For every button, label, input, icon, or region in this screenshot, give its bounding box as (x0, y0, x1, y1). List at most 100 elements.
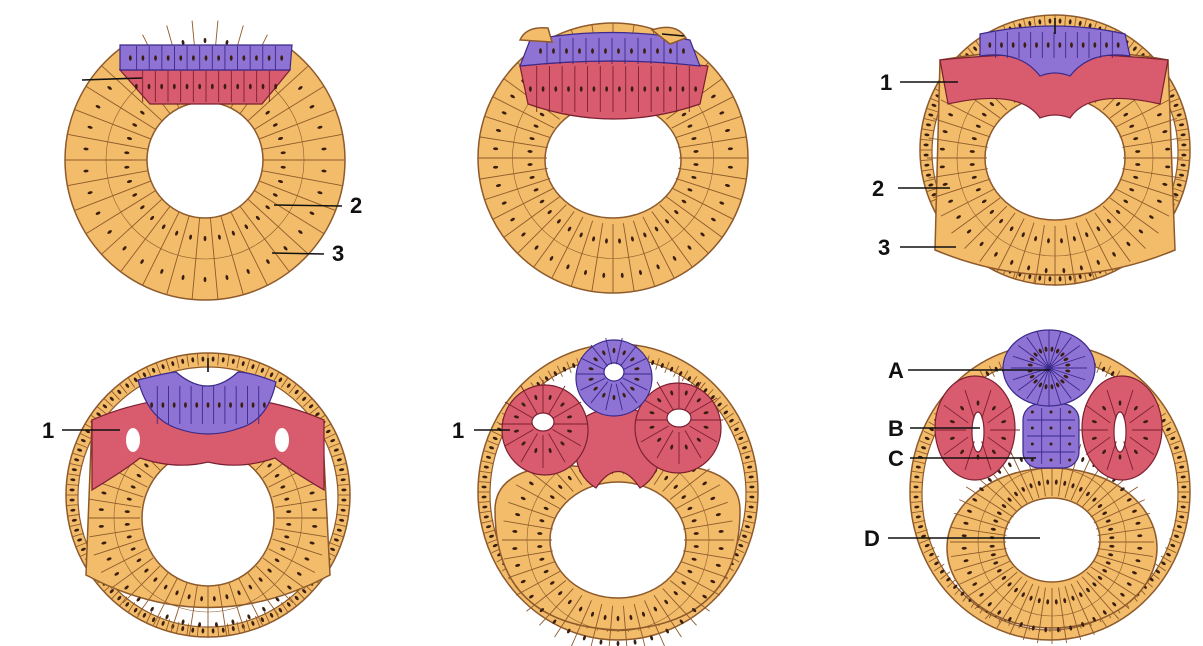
cell-nucleus (229, 402, 232, 408)
cell-nucleus (1023, 42, 1026, 48)
cell-nucleus (1082, 42, 1085, 48)
cell-nucleus (618, 86, 621, 92)
cell-nucleus (186, 84, 189, 90)
leader-line (272, 253, 324, 254)
cell-nucleus (580, 86, 583, 92)
panel-4-cavity (142, 450, 274, 586)
cell-nucleus (204, 38, 207, 43)
cell-nucleus (977, 400, 980, 405)
cell-nucleus (542, 86, 545, 92)
cell-nucleus (554, 86, 557, 92)
cell-nucleus (230, 55, 233, 61)
cell-nucleus (1047, 42, 1050, 48)
cell-nucleus (578, 48, 581, 54)
panel-6: A B C D (864, 330, 1190, 644)
cell-nucleus (217, 55, 220, 61)
cell-nucleus (1105, 42, 1108, 48)
cell-nucleus (604, 48, 607, 54)
panel-3-label-2: 2 (872, 176, 884, 201)
panel-5-somite-right-cavity (667, 409, 691, 427)
cell-nucleus (656, 48, 659, 54)
cell-nucleus (262, 84, 265, 90)
panel-5-cavity (550, 482, 686, 598)
cell-nucleus (682, 48, 685, 54)
cell-nucleus (184, 402, 187, 408)
panel-1-cavity (147, 102, 263, 218)
cell-nucleus (263, 402, 266, 408)
panel-1-label-3: 3 (332, 241, 344, 266)
cell-nucleus (224, 84, 227, 90)
cell-nucleus (1035, 42, 1038, 48)
cell-nucleus (1093, 42, 1096, 48)
panel-5-somite-left-cavity (532, 413, 554, 431)
cell-nucleus (539, 48, 542, 54)
panel-1: 2 3 (65, 20, 362, 300)
panel-1-label-2: 2 (350, 193, 362, 218)
cell-nucleus (643, 86, 646, 92)
cell-nucleus (148, 84, 151, 90)
cell-nucleus (207, 402, 210, 408)
cell-nucleus (1117, 42, 1120, 48)
cell-nucleus (613, 348, 616, 353)
cell-nucleus (179, 55, 182, 61)
cell-nucleus (1068, 411, 1071, 414)
leader-line (274, 205, 342, 206)
cell-nucleus (1031, 411, 1034, 414)
panel-4: 1 (42, 353, 350, 638)
cell-nucleus (274, 84, 277, 90)
panel-6-cavity (1004, 498, 1100, 582)
panel-2-fold-left (520, 28, 552, 42)
cell-nucleus (1050, 411, 1053, 414)
cell-nucleus (160, 84, 163, 90)
cell-nucleus (240, 402, 243, 408)
cell-nucleus (617, 641, 620, 646)
cell-nucleus (242, 55, 245, 61)
panel-4-coelom-left (126, 428, 140, 452)
cell-nucleus (591, 48, 594, 54)
cell-nucleus (1000, 42, 1003, 48)
cell-nucleus (150, 402, 153, 408)
cell-nucleus (1068, 459, 1071, 462)
cell-nucleus (204, 236, 207, 241)
cell-nucleus (162, 402, 165, 408)
cell-nucleus (195, 402, 198, 408)
cell-nucleus (694, 86, 697, 92)
cell-nucleus (204, 277, 207, 282)
cell-nucleus (633, 639, 637, 645)
cell-nucleus (173, 84, 176, 90)
cell-nucleus (593, 86, 596, 92)
cell-nucleus (1012, 42, 1015, 48)
cell-nucleus (280, 55, 283, 61)
cell-nucleus (613, 395, 616, 400)
cell-nucleus (1031, 443, 1034, 446)
panel-3-label-1: 1 (880, 70, 892, 95)
cell-nucleus (656, 86, 659, 92)
cell-nucleus (1068, 427, 1071, 430)
cell-nucleus (268, 55, 271, 61)
cell-nucleus (631, 86, 634, 92)
panel-4-coelom-right (275, 428, 289, 452)
cell-nucleus (1050, 427, 1053, 430)
cell-nucleus (1068, 443, 1071, 446)
panel-4-label-1: 1 (42, 418, 54, 443)
cell-nucleus (977, 454, 980, 459)
cell-nucleus (1050, 443, 1053, 446)
panel-2 (478, 23, 748, 293)
cell-nucleus (1058, 42, 1061, 48)
panel-6-label-c: C (888, 446, 904, 471)
cell-nucleus (142, 55, 145, 61)
cell-nucleus (218, 402, 221, 408)
cell-nucleus (135, 84, 138, 90)
cell-nucleus (565, 48, 568, 54)
cell-nucleus (129, 55, 132, 61)
cell-nucleus (988, 42, 991, 48)
panel-6-label-d: D (864, 526, 880, 551)
cell-nucleus (599, 639, 603, 645)
cell-nucleus (249, 84, 252, 90)
panel-3: 1 2 3 (872, 15, 1190, 286)
cell-nucleus (252, 402, 255, 408)
cell-nucleus (567, 86, 570, 92)
cell-nucleus (192, 55, 195, 61)
cell-nucleus (1031, 427, 1034, 430)
